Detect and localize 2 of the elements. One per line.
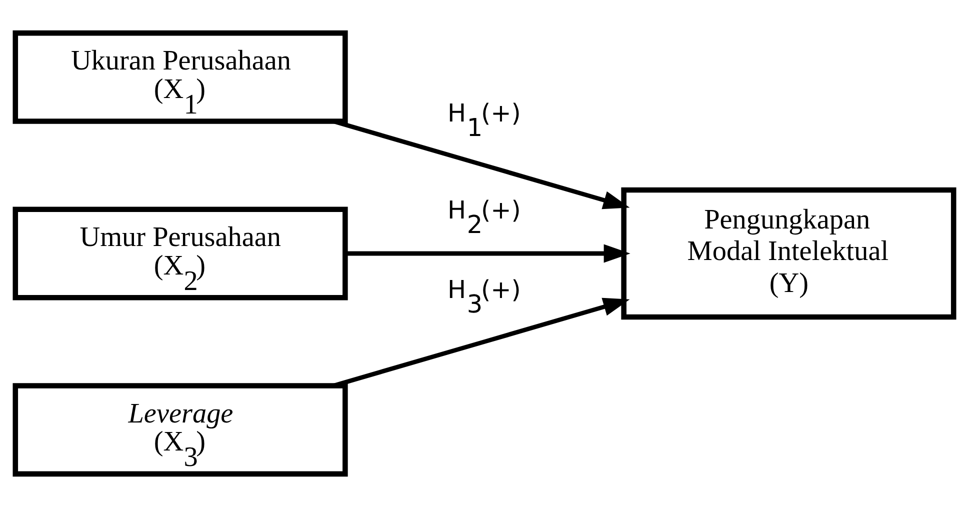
arrow	[346, 244, 630, 262]
node-box: Pengungkapan Modal Intelektual (Y)	[621, 186, 956, 320]
